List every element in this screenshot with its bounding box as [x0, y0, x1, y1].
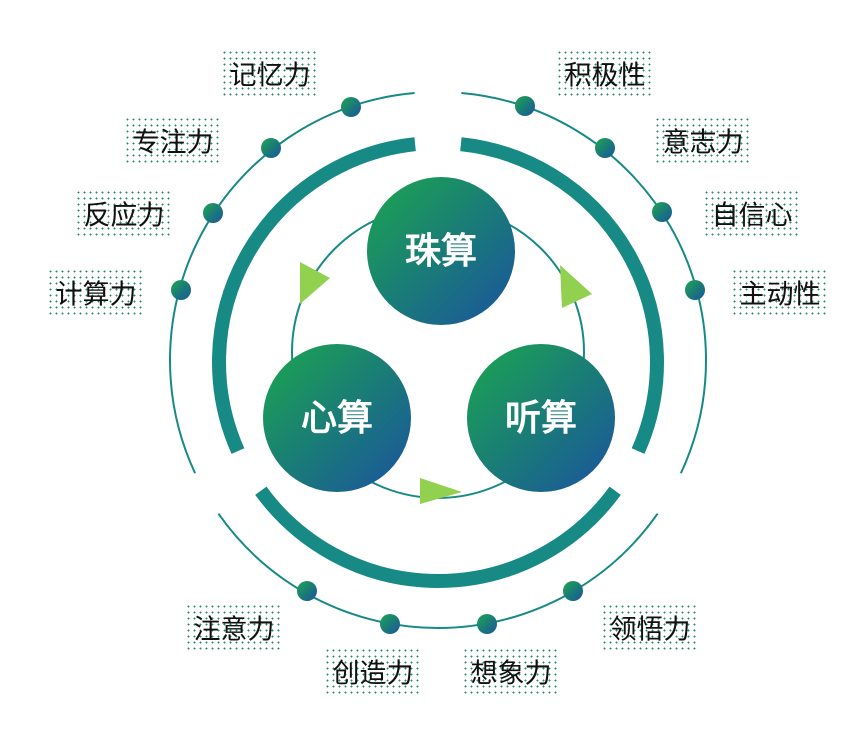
thick-ring-arc [255, 486, 621, 588]
skill-label: 注意力 [185, 603, 283, 651]
cycle-arrow-icon [420, 478, 462, 504]
skill-dot-icon [652, 202, 672, 222]
skill-label: 反应力 [75, 189, 173, 237]
node-top-label: 珠算 [405, 231, 477, 272]
skill-dot-icon [477, 614, 497, 634]
outer-ring-arc [217, 513, 659, 630]
skill-label: 积极性 [556, 49, 654, 97]
skill-label: 记忆力 [221, 49, 319, 97]
thick-ring-arc [460, 137, 664, 454]
skill-dot-icon [563, 581, 583, 601]
node-left-circle [263, 344, 411, 492]
cycle-arrow-icon [560, 265, 592, 308]
outer-ring-arc [461, 92, 707, 474]
skill-dot-icon [685, 280, 705, 300]
skill-dot-icon [203, 203, 223, 223]
skill-dot-icon [341, 97, 361, 117]
skill-label: 想象力 [462, 647, 560, 695]
skill-dot-icon [171, 280, 191, 300]
skill-label: 主动性 [731, 268, 829, 316]
skill-label: 领悟力 [601, 603, 699, 651]
skill-label: 专注力 [124, 116, 222, 164]
skill-dot-icon [297, 581, 317, 601]
node-left-label: 心算 [301, 398, 373, 439]
node-top-circle [367, 177, 515, 325]
node-right-circle [467, 344, 615, 492]
skill-dot-icon [595, 138, 615, 158]
skill-dot-icon [261, 138, 281, 158]
skill-label: 自信心 [703, 189, 801, 237]
skill-dot-icon [380, 614, 400, 634]
skill-label: 计算力 [47, 268, 145, 316]
skill-dot-icon [515, 96, 535, 116]
thick-ring-arc [212, 137, 416, 454]
skill-label: 创造力 [324, 647, 422, 695]
cycle-arrow-icon [300, 262, 330, 304]
node-right-label: 听算 [505, 398, 577, 439]
outer-ring-arc [169, 92, 415, 474]
skill-label: 意志力 [654, 116, 752, 164]
